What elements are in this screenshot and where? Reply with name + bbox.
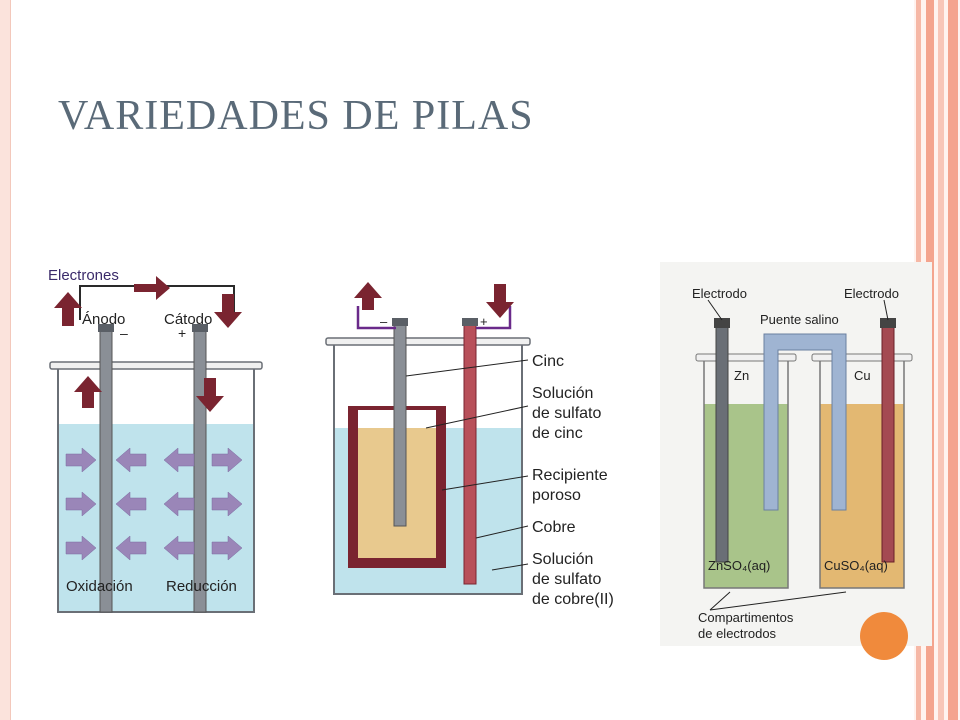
cuso4-label: CuSO₄(aq) <box>824 558 888 573</box>
zinc-label: Cinc <box>532 353 564 370</box>
down-arrow <box>486 284 514 318</box>
copper-solution-label: Solución de sulfato de cobre(II) <box>532 551 614 608</box>
anode-up-arrow-inner <box>74 376 102 408</box>
compartments-line1: Compartimentos <box>698 610 794 625</box>
electrode-right-label: Electrodo <box>844 286 899 301</box>
panel-oxidation-reduction: Electrones Ánodo Cátodo – + Oxidación Re… <box>48 267 263 613</box>
copper-label: Cobre <box>532 519 576 536</box>
copper-wire <box>476 306 512 330</box>
zinc-solution-label: Solución de sulfato de cinc <box>532 385 606 442</box>
cathode-cap <box>192 324 208 332</box>
leader-lines <box>405 359 529 571</box>
porous-line1: Recipiente <box>532 467 608 484</box>
beaker-1-lid <box>49 361 263 370</box>
left-border <box>0 0 11 720</box>
znso4-label: ZnSO₄(aq) <box>708 558 770 573</box>
copper-rod <box>463 323 477 585</box>
zn-label: Zn <box>734 368 749 383</box>
copper-solution-line2: de sulfato <box>532 571 601 588</box>
electrons-label: Electrones <box>48 267 119 284</box>
cathode-down-arrow-inner <box>196 378 224 412</box>
slide-title: VARIEDADES DE PILAS <box>58 93 534 139</box>
up-arrow <box>354 282 382 310</box>
panel-3-leader-lines <box>707 299 889 611</box>
zinc-rod <box>393 323 407 527</box>
left-compartment-lid <box>695 353 797 362</box>
copper-plus-sign: + <box>480 314 488 329</box>
anode-up-arrow-top <box>54 292 82 326</box>
cathode-rod <box>193 329 207 613</box>
electrode-left-label: Electrodo <box>692 286 747 301</box>
cathode-plus-sign: + <box>178 325 186 341</box>
beaker-1-outline <box>57 368 255 613</box>
salt-bridge <box>763 333 847 511</box>
salt-bridge-label: Puente salino <box>760 312 839 327</box>
anode-rod <box>99 329 113 613</box>
beaker-2-outline <box>333 344 523 595</box>
copper-electrode-cap <box>880 318 896 328</box>
compartments-label: Compartimentos de electrodos <box>698 610 797 641</box>
compartments-line2: de electrodos <box>698 626 777 641</box>
zinc-electrode <box>715 325 729 563</box>
copper-rod-cap <box>462 318 478 326</box>
zinc-rod-cap <box>392 318 408 326</box>
panel-porous-cell: – + Cinc Solución de sulfato de cinc Rec… <box>325 282 614 608</box>
anode-minus-sign: – <box>120 325 128 341</box>
porous-line2: poroso <box>532 487 581 504</box>
anode-label: Ánodo <box>82 311 125 328</box>
zinc-solution-line3: de cinc <box>532 425 583 442</box>
oxidation-label: Oxidación <box>66 578 133 595</box>
reduction-label: Reducción <box>166 578 237 595</box>
ion-arrows <box>65 447 243 561</box>
zinc-solution-line1: Solución <box>532 385 593 402</box>
zinc-wire <box>356 306 396 330</box>
copper-solution-line1: Solución <box>532 551 593 568</box>
beaker-2-lid <box>325 337 531 346</box>
cathode-label: Cátodo <box>164 311 212 328</box>
porous-label: Recipiente poroso <box>532 467 612 504</box>
orange-decoration-dot <box>860 612 908 660</box>
electron-flow-arrow <box>134 276 170 300</box>
copper-solution-line3: de cobre(II) <box>532 591 614 608</box>
zinc-electrode-cap <box>714 318 730 328</box>
right-compartment-lid <box>811 353 913 362</box>
panel-salt-bridge-cell: Electrodo Electrodo Puente salino Zn Cu … <box>660 262 932 646</box>
zinc-solution-line2: de sulfato <box>532 405 601 422</box>
anode-cap <box>98 324 114 332</box>
copper-electrode <box>881 325 895 563</box>
cathode-down-arrow-top <box>214 294 242 328</box>
zinc-minus-sign: – <box>380 314 388 329</box>
cu-label: Cu <box>854 368 871 383</box>
